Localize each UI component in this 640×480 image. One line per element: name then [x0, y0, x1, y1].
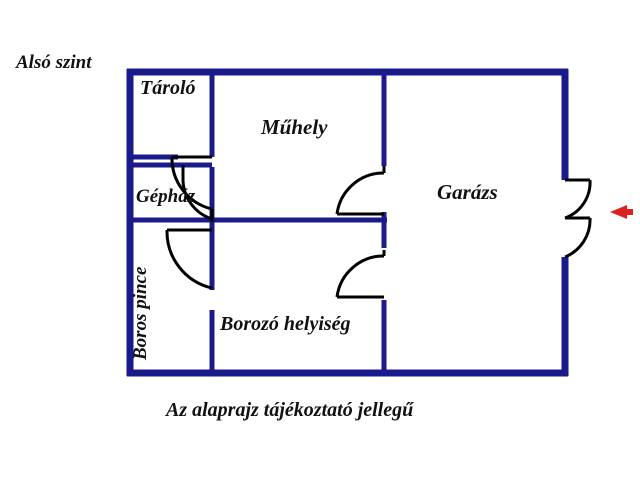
- room-label-taroto: Tároló: [140, 77, 196, 99]
- exterior-walls: [126, 68, 569, 377]
- door-borozo-arc: [335, 254, 385, 298]
- room-label-boros-pince: Boros pince: [130, 266, 151, 360]
- room-label-gephaz: Gépház: [136, 186, 196, 207]
- door-muhely-arc: [335, 171, 385, 215]
- door-gephaz-arc: [181, 177, 213, 221]
- door-symbols: [165, 155, 592, 299]
- door-boros-arc: [165, 229, 213, 290]
- room-label-muhely: Műhely: [261, 115, 328, 139]
- plan-disclaimer-caption: Az alaprajz tájékoztató jellegű: [166, 399, 414, 421]
- door-garage-bottom-arc: [564, 217, 592, 259]
- door-garage-top-arc: [564, 179, 592, 220]
- room-label-borozo-helyiseg: Borozó helyiség: [220, 313, 351, 335]
- left-arrow-icon: [610, 205, 633, 219]
- floor-title: Alsó szint: [16, 52, 92, 73]
- room-label-garazs: Garázs: [437, 180, 498, 204]
- door-taroto-arc: [170, 156, 213, 211]
